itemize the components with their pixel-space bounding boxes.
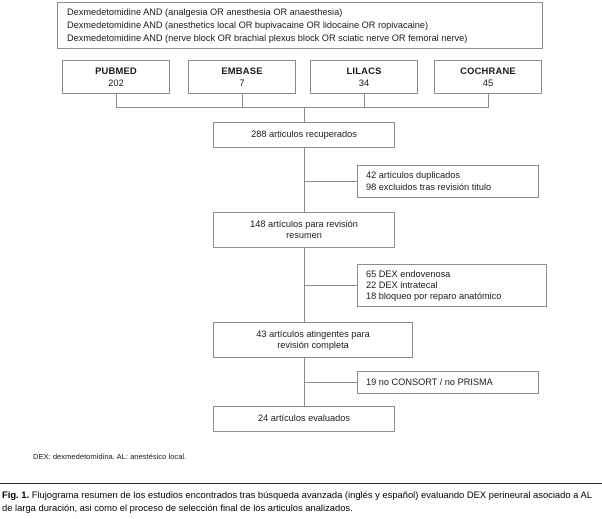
excluded-dex-intrathecal-label: 22 DEX intratecal [366,279,438,290]
full-review-box: 43 artículos atingentes para revisión co… [213,322,413,358]
database-name-lilacs: LILACS [346,64,382,76]
connector-database-bus [116,107,489,108]
excluded-reporting-box: 19 no CONSORT / no PRISMA [357,371,539,394]
connector-branch-dex-exclusions [304,285,357,286]
figure-caption-text: Flujograma resumen de los estudios encon… [2,489,592,513]
evaluated-articles-box: 24 artículos evaluados [213,406,395,432]
excluded-dex-landmark-label: 18 bloqueo por reparo anatómico [366,291,502,302]
database-box-cochrane: COCHRANE 45 [434,60,542,94]
database-count-pubmed: 202 [108,77,124,88]
database-name-cochrane: COCHRANE [460,64,516,76]
retrieved-articles-box: 288 articulos recuperados [213,122,395,148]
excluded-title-box: 42 artículos duplicados 98 excluidos tra… [357,165,539,198]
figure-caption: Fig. 1. Flujograma resumen de los estudi… [2,489,598,514]
database-name-pubmed: PUBMED [95,64,137,76]
database-name-embase: EMBASE [221,64,263,76]
search-query-line-2: Dexmedetomidine AND (anesthetics local O… [67,19,429,30]
excluded-dex-iv-label: 65 DEX endovenosa [366,268,451,279]
connector-branch-title-exclusions [304,181,357,182]
database-count-embase: 7 [239,77,245,88]
database-count-cochrane: 45 [482,77,494,88]
full-review-label-2: revisión completa [277,340,349,350]
connector-bus-to-retrieved [304,107,305,122]
abstract-review-label-1: 148 artículos para revisión [250,218,358,229]
excluded-title-screen-label: 98 excluidos tras revisión titulo [366,181,492,192]
figure-caption-label: Fig. 1. [2,489,30,500]
excluded-duplicates-label: 42 artículos duplicados [366,170,460,181]
abstract-review-box: 148 artículos para revisión resumen [213,212,395,248]
connector-branch-reporting-exclusions [304,382,357,383]
database-box-embase: EMBASE 7 [188,60,296,94]
abbreviations-footnote: DEX: dexmedetomidina. AL: anestésico loc… [33,452,187,461]
search-query-line-1: Dexmedetomidine AND (analgesia OR anesth… [67,6,343,17]
abstract-review-label-2: resumen [286,230,322,240]
excluded-dex-route-box: 65 DEX endovenosa 22 DEX intratecal 18 b… [357,264,547,307]
retrieved-articles-label: 288 articulos recuperados [251,129,357,140]
search-query-line-3: Dexmedetomidine AND (nerve block OR brac… [67,33,468,44]
connector-cochrane-drop [488,94,489,107]
full-review-label-1: 43 artículos atingentes para [256,328,370,339]
evaluated-articles-label: 24 artículos evaluados [258,413,350,424]
connector-pubmed-drop [116,94,117,107]
database-count-lilacs: 34 [358,77,370,88]
connector-embase-drop [242,94,243,107]
connector-lilacs-drop [364,94,365,107]
database-box-lilacs: LILACS 34 [310,60,418,94]
caption-divider [0,483,602,484]
excluded-reporting-label: 19 no CONSORT / no PRISMA [366,376,493,387]
database-box-pubmed: PUBMED 202 [62,60,170,94]
search-query-box: Dexmedetomidine AND (analgesia OR anesth… [57,2,543,49]
connector-retrieved-to-abstract [304,148,305,212]
